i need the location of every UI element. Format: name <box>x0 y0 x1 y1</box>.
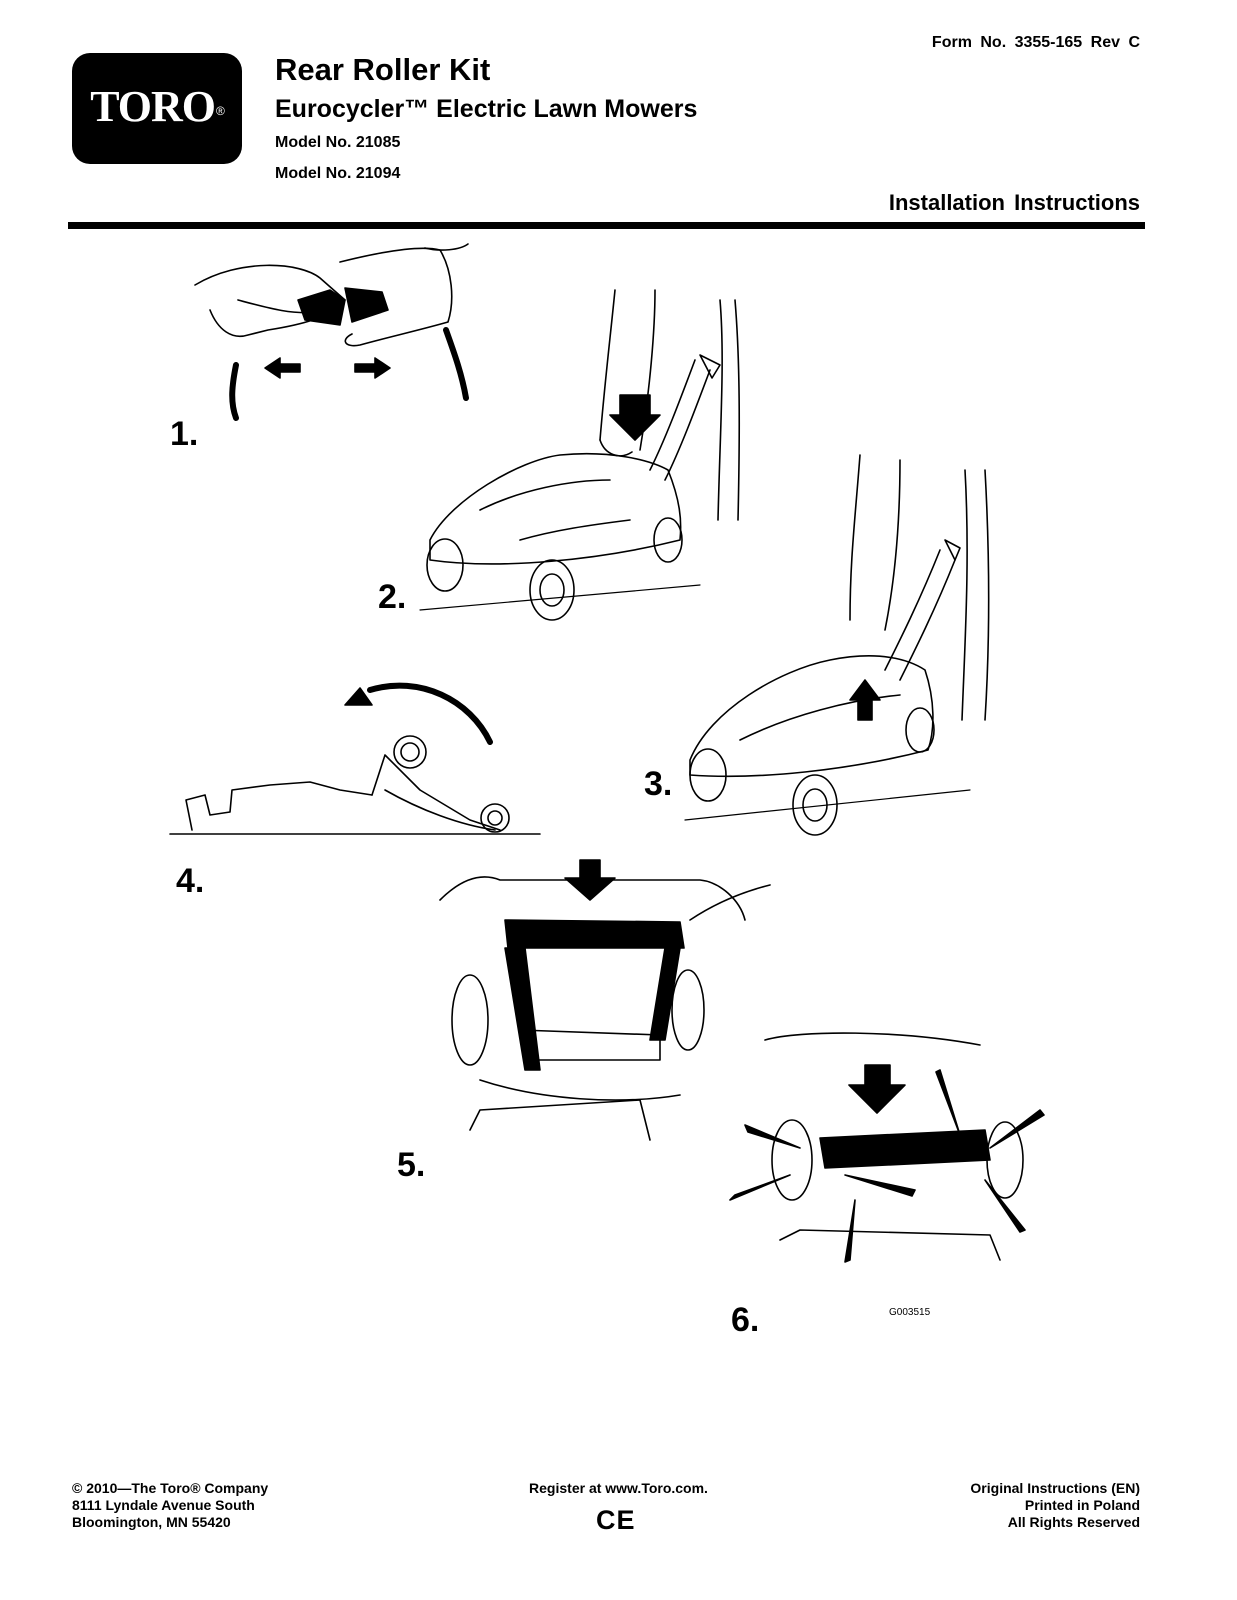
step-2-illustration <box>419 289 741 621</box>
footer-register: Register at www.Toro.com. <box>529 1480 708 1496</box>
logo-registered-mark: ® <box>215 103 225 118</box>
header-rule <box>68 222 1145 229</box>
footer-original-instructions: Original Instructions (EN) <box>970 1480 1140 1496</box>
document-type: Installation Instructions <box>888 190 1140 215</box>
form-number: Form No. 3355-165 Rev C <box>931 34 1140 51</box>
step-number-3: 3. <box>644 765 673 803</box>
step-number-1: 1. <box>170 415 199 453</box>
figure-code: G003515 <box>889 1307 931 1318</box>
step-number-2: 2. <box>378 578 407 616</box>
step-3-illustration <box>684 454 990 836</box>
step-6-illustration <box>729 1032 1045 1263</box>
document-title: Rear Roller Kit <box>275 52 491 87</box>
footer-company-address: © 2010—The Toro® Company 8111 Lyndale Av… <box>72 1480 268 1531</box>
footer-city: Bloomington, MN 55420 <box>72 1514 231 1530</box>
step-5-illustration <box>439 859 771 1141</box>
step-4-illustration <box>169 682 541 835</box>
step-number-4: 4. <box>176 862 205 900</box>
step-number-6: 6. <box>731 1301 760 1339</box>
footer-notes: Original Instructions (EN) Printed in Po… <box>970 1480 1140 1531</box>
ce-mark: CE <box>596 1505 636 1535</box>
footer-printed-in: Printed in Poland <box>1024 1497 1140 1513</box>
model-number-1: Model No. 21085 <box>275 134 401 151</box>
logo-text: TORO <box>90 82 216 131</box>
model-number-2: Model No. 21094 <box>275 165 401 182</box>
step-number-5: 5. <box>397 1146 426 1184</box>
footer-rights: All Rights Reserved <box>1007 1514 1140 1530</box>
document-subtitle: Eurocycler™ Electric Lawn Mowers <box>275 95 698 123</box>
step-1-illustration <box>194 243 469 421</box>
footer-copyright: © 2010—The Toro® Company <box>72 1480 269 1496</box>
toro-logo: TORO® <box>72 53 242 164</box>
footer-street: 8111 Lyndale Avenue South <box>72 1497 255 1513</box>
